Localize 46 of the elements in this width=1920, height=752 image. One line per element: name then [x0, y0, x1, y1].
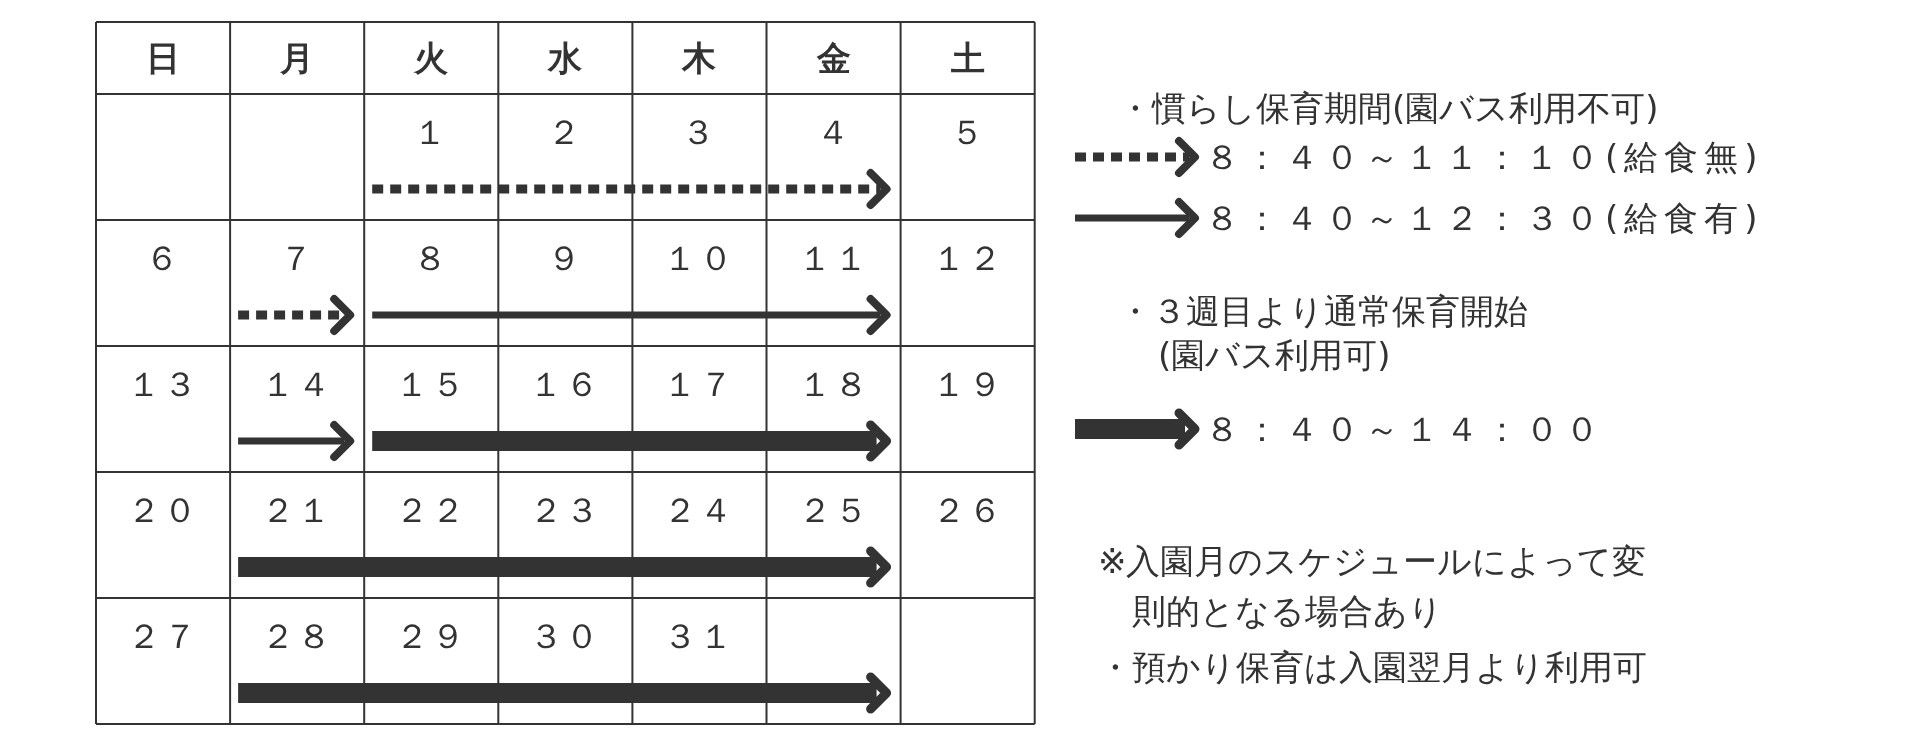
- weekday-header: 土: [950, 38, 985, 78]
- day-number: ２１: [261, 490, 334, 530]
- day-number: ５: [949, 112, 986, 152]
- weekday-header: 日: [146, 38, 181, 78]
- note-text: ※入園月のスケジュールによって変則的となる場合あり: [1098, 540, 1648, 633]
- weekday-header: 水: [548, 38, 583, 78]
- day-number: ２６: [931, 490, 1004, 530]
- day-number: １２: [931, 238, 1004, 278]
- day-number: ２９: [395, 616, 468, 656]
- note-heading: ・慣らし保育期間(園バス利用不可): [1118, 88, 1659, 128]
- day-number: ２２: [395, 490, 468, 530]
- day-number: ７: [279, 238, 316, 278]
- note-text: (園バス利用可): [1158, 335, 1391, 375]
- day-number: ３: [681, 112, 718, 152]
- legend-text: ８：４０～１１：１０(給食無): [1205, 137, 1764, 177]
- day-number: ２: [547, 112, 584, 152]
- note-text: ・預かり保育は入園翌月より利用可: [1098, 647, 1647, 687]
- day-number: ２４: [663, 490, 736, 530]
- weekday-header: 火: [414, 38, 449, 78]
- day-number: ３０: [529, 616, 602, 656]
- day-number: １８: [797, 364, 870, 404]
- day-number: ２３: [529, 490, 602, 530]
- day-number: ２７: [127, 616, 200, 656]
- day-number: １７: [663, 364, 736, 404]
- day-number: ９: [547, 238, 584, 278]
- day-number: ６: [145, 238, 182, 278]
- day-number: ３１: [663, 616, 736, 656]
- day-number: １４: [261, 364, 334, 404]
- day-number: １５: [395, 364, 468, 404]
- day-number: １０: [663, 238, 736, 278]
- day-number: １９: [931, 364, 1004, 404]
- day-number: ４: [815, 112, 852, 152]
- legend-text: ８：４０～１２：３０(給食有): [1205, 198, 1764, 238]
- day-number: ２８: [261, 616, 334, 656]
- day-number: ２５: [797, 490, 870, 530]
- day-number: １６: [529, 364, 602, 404]
- legend-text: ８：４０～１４：００: [1205, 409, 1605, 449]
- day-number: １３: [127, 364, 200, 404]
- weekday-header: 月: [280, 38, 315, 78]
- day-number: １: [413, 112, 450, 152]
- day-number: ８: [413, 238, 450, 278]
- weekday-header: 金: [816, 38, 851, 78]
- day-number: ２０: [127, 490, 200, 530]
- weekday-header: 木: [682, 38, 717, 78]
- day-number: １１: [797, 238, 870, 278]
- note-heading: ・３週目より通常保育開始: [1118, 291, 1528, 331]
